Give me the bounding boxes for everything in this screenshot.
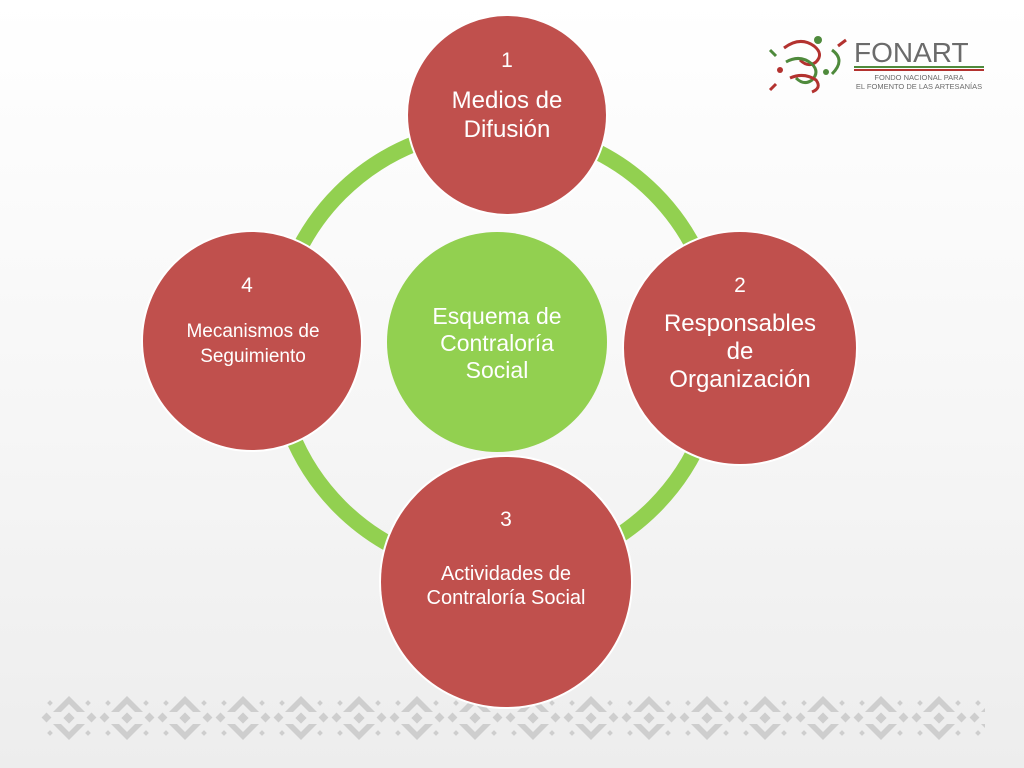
node-2-label-line-1: Responsables bbox=[664, 310, 816, 337]
node-3-label-line-1: Actividades de bbox=[441, 563, 571, 585]
node-3-number: 3 bbox=[500, 508, 512, 531]
logo-rule-green bbox=[854, 66, 984, 68]
logo-tagline-line-2: EL FOMENTO DE LAS ARTESANÍAS bbox=[856, 82, 982, 91]
node-3: 3 Actividades de Contraloría Social bbox=[379, 455, 633, 709]
logo-tagline-line-1: FONDO NACIONAL PARA bbox=[874, 73, 963, 82]
center-label-line-1: Esquema de bbox=[432, 303, 561, 329]
node-2: 2 Responsables de Organización bbox=[622, 230, 858, 466]
logo-name: FONART bbox=[854, 37, 969, 68]
node-1-label-line-1: Medios de bbox=[452, 87, 563, 114]
center-node: Esquema de Contraloría Social bbox=[387, 232, 607, 452]
node-4-label-line-1: Mecanismos de bbox=[186, 321, 319, 342]
node-4: 4 Mecanismos de Seguimiento bbox=[141, 230, 363, 452]
node-3-label-line-2: Contraloría Social bbox=[427, 587, 586, 609]
logo-rule-red bbox=[854, 69, 984, 71]
fonart-logo: FONART FONDO NACIONAL PARA EL FOMENTO DE… bbox=[768, 36, 984, 94]
node-1-label-line-2: Difusión bbox=[464, 116, 551, 143]
node-2-number: 2 bbox=[734, 274, 746, 297]
node-1-number: 1 bbox=[501, 49, 513, 72]
center-label-line-2: Contraloría bbox=[440, 330, 554, 356]
node-2-label-line-2: de bbox=[727, 338, 754, 365]
node-4-number: 4 bbox=[241, 274, 253, 297]
node-4-label-line-2: Seguimiento bbox=[200, 346, 306, 367]
node-1: 1 Medios de Difusión bbox=[406, 14, 608, 216]
center-label-line-3: Social bbox=[466, 357, 529, 383]
fonart-emblem-icon bbox=[768, 36, 847, 94]
node-2-label-line-3: Organización bbox=[669, 366, 810, 393]
